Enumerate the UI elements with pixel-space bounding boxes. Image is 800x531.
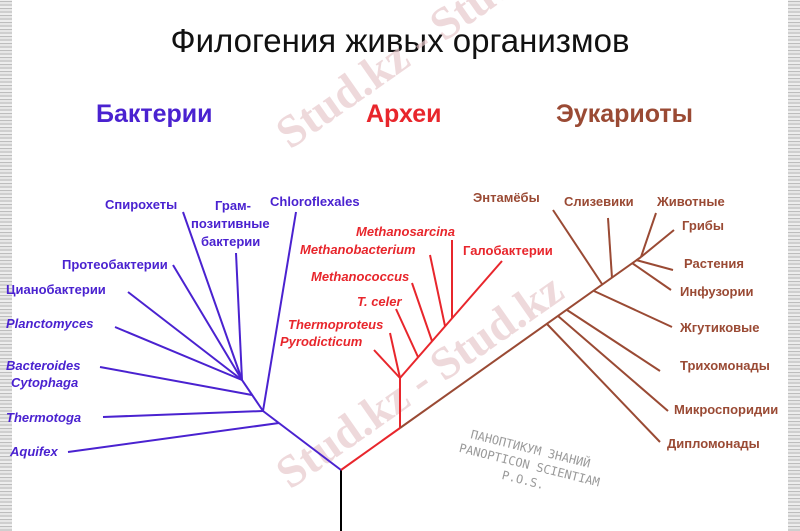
stamp: ПАНОПТИКУМ ЗНАНИЙ PANOPTICON SCIENTIAM P…	[458, 426, 602, 492]
leaf-bacteroides: Bacteroides	[6, 358, 80, 373]
eukaryota-branches	[399, 209, 675, 443]
bacteria-branches	[67, 211, 342, 471]
leaf-methanosarcina: Methanosarcina	[356, 224, 455, 239]
archaea-labels: Methanosarcina Methanobacterium Галобакт…	[280, 224, 553, 349]
left-border-decoration	[0, 0, 12, 531]
page-title: Филогения живых организмов	[170, 22, 630, 59]
leaf-diplomonads: Дипломонады	[667, 436, 760, 451]
leaf-thermoproteus: Thermoproteus	[288, 317, 383, 332]
leaf-trichomonads: Трихомонады	[680, 358, 770, 373]
group-label-eukaryota: Эукариоты	[556, 100, 693, 128]
leaf-gram-positive-1: Грам-	[215, 198, 251, 213]
leaf-gram-positive-2: позитивные	[191, 216, 270, 231]
leaf-t-celer: T. celer	[357, 294, 403, 309]
leaf-slime-molds: Слизевики	[564, 194, 634, 209]
archaea-branches	[340, 240, 503, 471]
leaf-aquifex: Aquifex	[9, 444, 58, 459]
leaf-microsporidia: Микроспоридии	[674, 402, 778, 417]
leaf-cyanobacteria: Цианобактерии	[6, 282, 106, 297]
leaf-ciliates: Инфузории	[680, 284, 753, 299]
leaf-entamoebae: Энтамёбы	[473, 190, 540, 205]
leaf-proteobacteria: Протеобактерии	[62, 257, 168, 272]
leaf-methanococcus: Methanococcus	[311, 269, 409, 284]
leaf-chloroflexales: Chloroflexales	[270, 194, 360, 209]
leaf-thermotoga: Thermotoga	[6, 410, 81, 425]
leaf-spirochetes: Спирохеты	[105, 197, 177, 212]
leaf-fungi: Грибы	[682, 218, 724, 233]
leaf-methanobacterium: Methanobacterium	[300, 242, 416, 257]
leaf-flagellates: Жгутиковые	[679, 320, 760, 335]
right-border-decoration	[788, 0, 800, 531]
group-label-archaea: Археи	[366, 100, 442, 128]
leaf-planctomyces: Planctomyces	[6, 316, 93, 331]
leaf-halobacteria: Галобактерии	[463, 243, 553, 258]
leaf-plants: Растения	[684, 256, 744, 271]
leaf-animals: Животные	[656, 194, 725, 209]
leaf-gram-positive-3: бактерии	[201, 234, 260, 249]
watermark-text-1: Stud.kz - Stud.kz	[266, 0, 572, 158]
group-label-bacteria: Бактерии	[96, 100, 213, 128]
leaf-pyrodicticum: Pyrodicticum	[280, 334, 363, 349]
leaf-cytophaga: Cytophaga	[11, 375, 78, 390]
bacteria-labels: Спирохеты Грам- позитивные бактерии Chlo…	[6, 194, 360, 459]
eukaryota-labels: Энтамёбы Слизевики Животные Грибы Растен…	[473, 190, 778, 451]
